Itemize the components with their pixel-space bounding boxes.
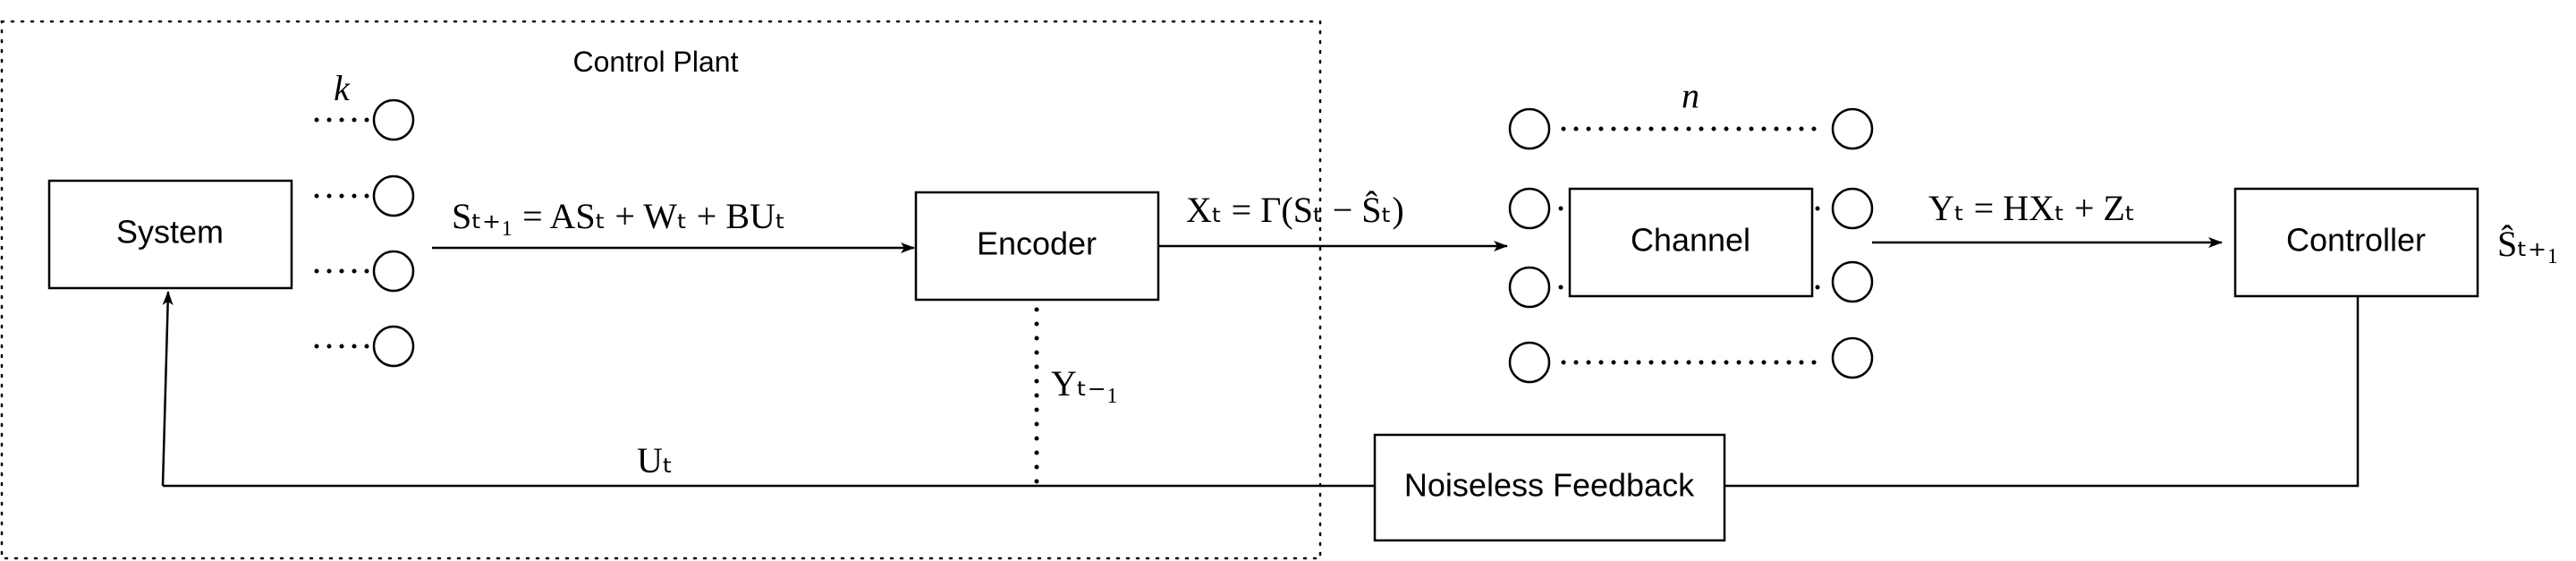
- controller-label: Controller: [2286, 222, 2426, 259]
- source-node: [372, 174, 415, 217]
- n-label: n: [1682, 75, 1699, 115]
- channel-block: Channel: [1568, 187, 1814, 298]
- control-plant-label: Control Plant: [573, 46, 739, 78]
- encoder-feedback-label: Yₜ₋₁: [1051, 363, 1119, 404]
- source-node: [372, 325, 415, 368]
- system-block: System: [47, 179, 293, 290]
- controller-block: Controller: [2233, 187, 2479, 298]
- noiseless-feedback-label: Noiseless Feedback: [1404, 467, 1695, 504]
- channel-input-node: [1508, 266, 1551, 309]
- channel-input-node: [1508, 107, 1551, 150]
- channel-label: Channel: [1631, 222, 1750, 259]
- encoder-output-equation: Xₜ = Γ(Sₜ − Ŝₜ): [1186, 190, 1404, 230]
- feedback-line-right: [1724, 295, 2360, 488]
- channel-output-equation: Yₜ = HXₜ + Zₜ: [1928, 188, 2136, 228]
- source-node: [372, 250, 415, 293]
- source-node: [372, 98, 415, 141]
- channel-output-node: [1831, 260, 1874, 303]
- channel-output-node: [1831, 187, 1874, 230]
- channel-input-node: [1508, 187, 1551, 230]
- channel-output-node: [1831, 336, 1874, 379]
- control-arrow: [161, 291, 174, 487]
- estimate-label: Ŝₜ₊₁: [2497, 224, 2559, 264]
- encoder-label: Encoder: [977, 225, 1097, 262]
- channel-input-node: [1508, 341, 1551, 384]
- encoder-block: Encoder: [914, 191, 1160, 302]
- noiseless-feedback-block: Noiseless Feedback: [1373, 433, 1726, 542]
- channel-output-node: [1831, 107, 1874, 150]
- channel-symbols: n: [1508, 75, 1874, 384]
- k-label: k: [334, 68, 351, 108]
- source-symbols: k: [314, 68, 415, 368]
- control-signal-label: Uₜ: [637, 440, 674, 480]
- state-equation: Sₜ₊₁ = ASₜ + Wₜ + BUₜ: [452, 196, 786, 236]
- system-label: System: [116, 214, 224, 251]
- control-plant-region: [0, 20, 1322, 560]
